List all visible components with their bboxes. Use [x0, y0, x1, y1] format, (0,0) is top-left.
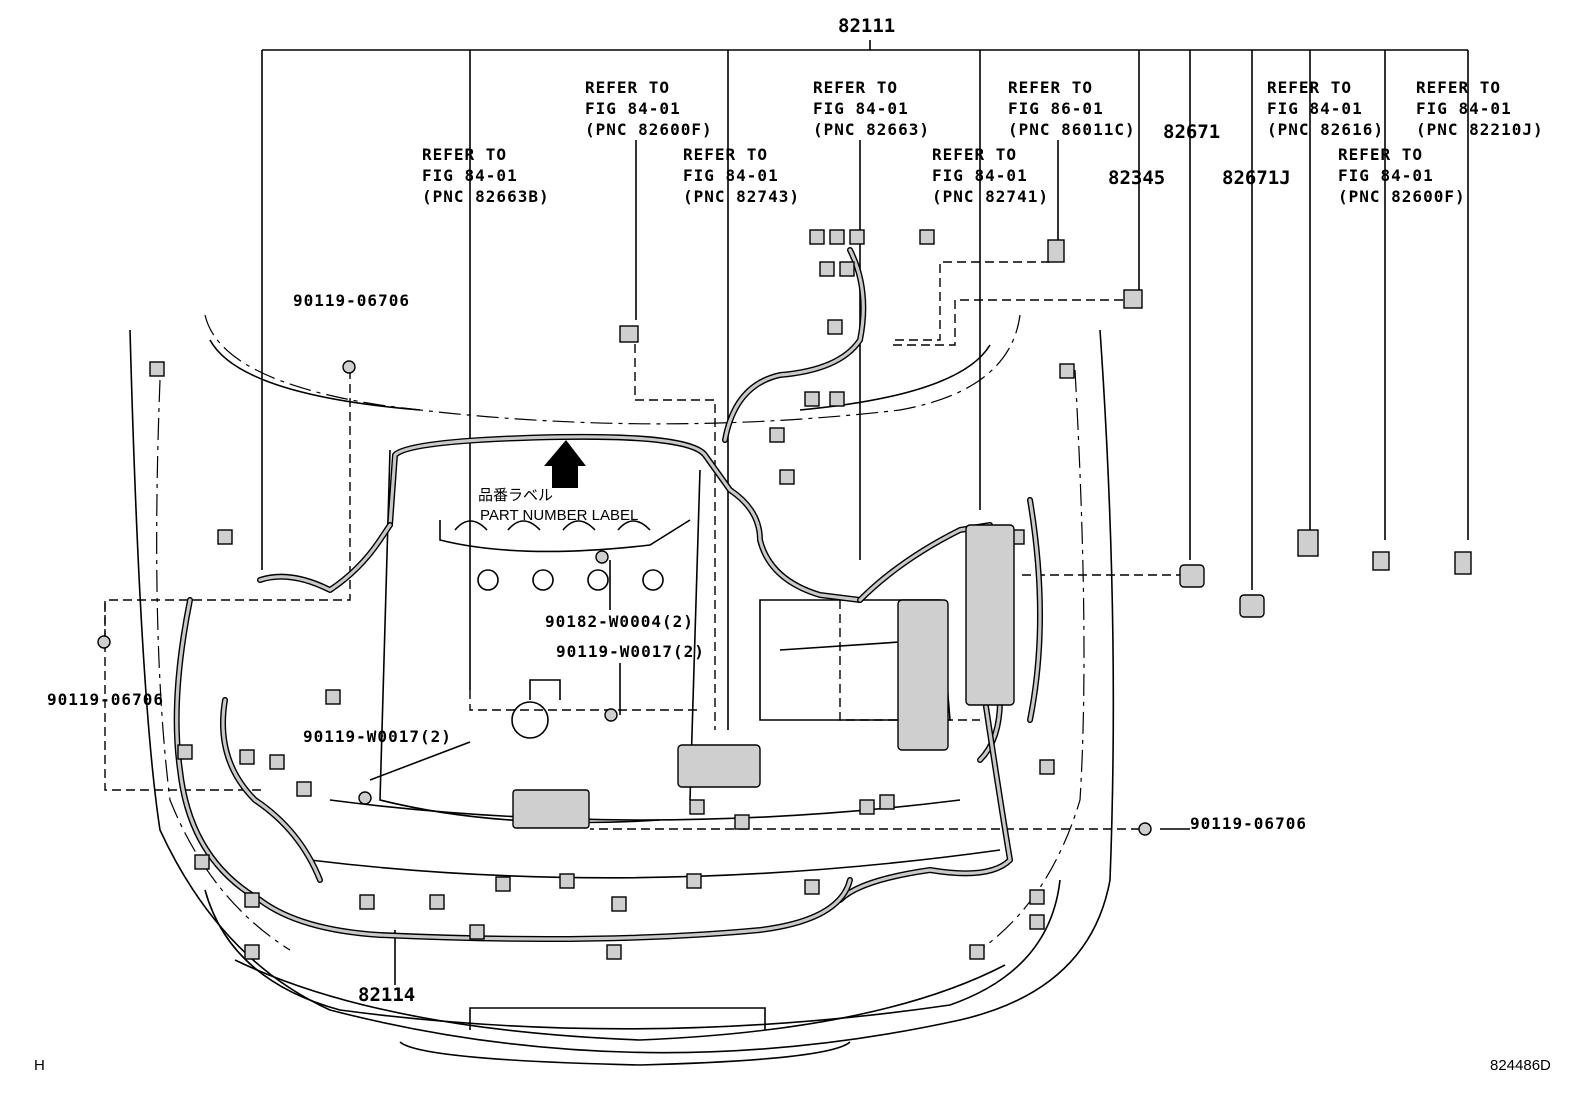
part-number-82114: 82114: [358, 984, 415, 1006]
refer-note-line: FIG 84-01: [1338, 166, 1434, 185]
refer-note-line: REFER TO: [422, 145, 507, 164]
refer-note-line: (PNC 82743): [683, 187, 800, 206]
refer-note-line: (PNC 82616): [1267, 120, 1384, 139]
refer-note-line: REFER TO: [1008, 78, 1093, 97]
refer-note-line: REFER TO: [813, 78, 898, 97]
part-number-w0017-b: 90119-W0017(2): [303, 727, 452, 746]
refer-note-line: (PNC 82663B): [422, 187, 550, 206]
refer-note-82663: REFER TO FIG 84-01 (PNC 82663): [813, 78, 930, 560]
part-number-82671j: 82671J: [1222, 167, 1291, 189]
part-label-jp: 品番ラベル: [478, 487, 553, 504]
leader-82111: [261, 40, 1469, 730]
wire-harness-82111: [257, 247, 1013, 903]
corner-marker-left: H: [34, 1057, 45, 1074]
refer-note-line: FIG 84-01: [813, 99, 909, 118]
part-number-bolt-right: 90119-06706: [1190, 814, 1307, 833]
part-number-bolt-top: 90119-06706: [293, 291, 410, 310]
refer-note-82600f-a: REFER TO FIG 84-01 (PNC 82600F): [585, 78, 713, 320]
part-number-82111: 82111: [838, 15, 895, 37]
part-number-82345: 82345: [1108, 167, 1165, 189]
part-number-w0004: 90182-W0004(2): [545, 612, 694, 631]
refer-note-line: REFER TO: [932, 145, 1017, 164]
label-leaders: [369, 560, 1190, 985]
refer-note-line: FIG 84-01: [422, 166, 518, 185]
refer-note-line: REFER TO: [585, 78, 670, 97]
refer-note-line: FIG 84-01: [585, 99, 681, 118]
refer-note-line: REFER TO: [1338, 145, 1423, 164]
figure-id: 824486D: [1490, 1057, 1551, 1074]
refer-note-line: FIG 84-01: [1267, 99, 1363, 118]
refer-note-line: (PNC 86011C): [1008, 120, 1136, 139]
refer-note-82663b: REFER TO FIG 84-01 (PNC 82663B): [422, 145, 550, 206]
refer-note-line: (PNC 82210J): [1416, 120, 1544, 139]
part-label-en: PART NUMBER LABEL: [480, 507, 638, 524]
refer-note-line: (PNC 82741): [932, 187, 1049, 206]
refer-note-line: (PNC 82600F): [1338, 187, 1466, 206]
part-number-82671: 82671: [1163, 121, 1220, 143]
connectors: [97, 229, 1472, 960]
refer-note-line: FIG 84-01: [1416, 99, 1512, 118]
refer-note-line: FIG 84-01: [683, 166, 779, 185]
refer-note-82741: REFER TO FIG 84-01 (PNC 82741): [932, 145, 1049, 206]
refer-note-line: (PNC 82600F): [585, 120, 713, 139]
refer-note-82210j: REFER TO FIG 84-01 (PNC 82210J): [1416, 78, 1544, 139]
part-number-w0017-a: 90119-W0017(2): [556, 642, 705, 661]
refer-note-line: REFER TO: [683, 145, 768, 164]
refer-note-86011c: REFER TO FIG 86-01 (PNC 86011C): [1008, 78, 1136, 240]
refer-note-line: REFER TO: [1267, 78, 1352, 97]
refer-note-line: (PNC 82663): [813, 120, 930, 139]
refer-note-line: FIG 86-01: [1008, 99, 1104, 118]
arrow-icon: [544, 440, 586, 488]
refer-note-line: FIG 84-01: [932, 166, 1028, 185]
refer-note-82616: REFER TO FIG 84-01 (PNC 82616): [1267, 78, 1384, 139]
refer-note-line: REFER TO: [1416, 78, 1501, 97]
refer-note-82743: REFER TO FIG 84-01 (PNC 82743): [683, 145, 800, 206]
refer-note-82600f-b: REFER TO FIG 84-01 (PNC 82600F): [1338, 145, 1466, 206]
